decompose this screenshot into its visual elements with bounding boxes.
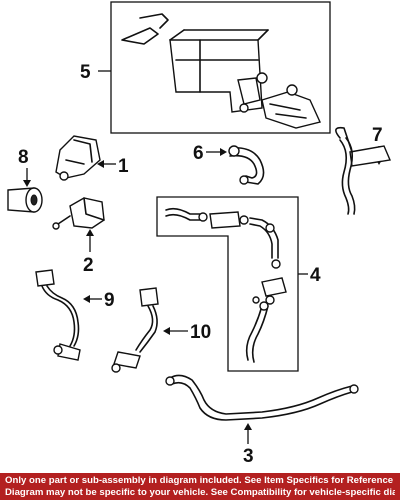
callout-5: 5 xyxy=(80,62,91,83)
canister-frame xyxy=(110,1,331,134)
item-1-group: 1 xyxy=(55,135,129,181)
item-9-group: 9 xyxy=(35,269,115,361)
item-7-group: 7 xyxy=(335,125,391,215)
callout-6: 6 xyxy=(193,143,204,164)
callout-4: 4 xyxy=(310,265,321,286)
callout-7: 7 xyxy=(372,125,383,146)
filter-icon xyxy=(209,211,241,229)
item-10-group: 10 xyxy=(111,287,211,373)
vapor-sensor-icon xyxy=(349,145,391,167)
callout-8: 8 xyxy=(18,147,29,168)
hose-clamp-icon xyxy=(228,145,240,157)
callout-1: 1 xyxy=(118,156,129,177)
item-3-group: 3 xyxy=(165,374,359,467)
oxygen-sensor-connector-icon xyxy=(35,269,55,287)
purge-valve-icon xyxy=(69,197,105,229)
disclaimer-banner: Only one part or sub-assembly in diagram… xyxy=(0,473,400,500)
parts-diagram: 5 7 6 1 8 xyxy=(7,1,391,467)
disclaimer-line-2: Diagram may not be specific to your vehi… xyxy=(5,487,395,498)
air-fuel-sensor-connector-icon xyxy=(139,287,159,307)
item-6-group: 6 xyxy=(193,143,265,185)
item-8-group: 8 xyxy=(7,147,43,213)
vacuum-connector-icon xyxy=(261,277,287,297)
disclaimer-line-1: Only one part or sub-assembly in diagram… xyxy=(5,475,395,486)
mounting-bracket-icon xyxy=(121,27,159,45)
callout-3: 3 xyxy=(243,446,254,467)
callout-10: 10 xyxy=(190,322,211,343)
vacuum-valve-icon xyxy=(55,135,101,179)
item-2-group: 2 xyxy=(52,197,105,276)
hose-assembly-frame xyxy=(156,196,299,372)
hose-end-icon xyxy=(165,376,175,386)
callout-2: 2 xyxy=(83,255,94,276)
charcoal-canister-group: 5 xyxy=(80,1,331,134)
item-4-group: 4 xyxy=(156,196,321,372)
canister-valve-icon xyxy=(261,91,321,129)
air-fuel-sensor-icon xyxy=(113,351,141,369)
callout-9: 9 xyxy=(104,290,115,311)
